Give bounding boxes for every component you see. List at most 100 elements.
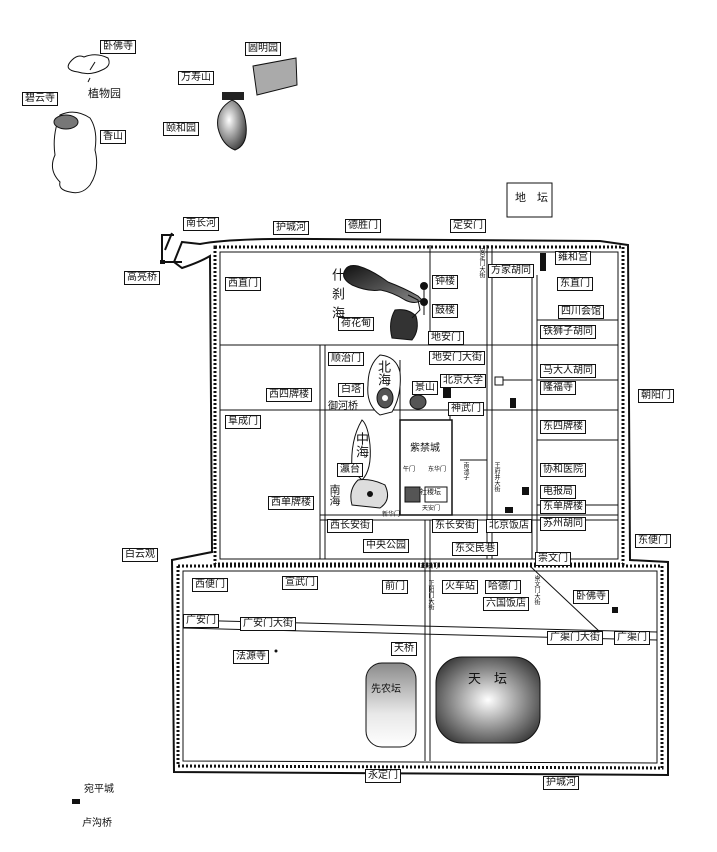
label-dongzhimen: 东直门 — [557, 277, 593, 291]
label-tianqiao: 天桥 — [391, 642, 417, 656]
label-wofosi: 卧佛寺 — [100, 40, 136, 54]
label-guanganmendajie: 广安门大街 — [240, 617, 296, 631]
label-xiehe: 协和医院 — [540, 463, 586, 477]
label-zhengyangdajie: 正阳门大街 — [427, 580, 434, 610]
label-deshengmen: 德胜门 — [345, 219, 381, 233]
outer-city-wall — [176, 564, 664, 770]
label-fangjiahutong: 方家胡同 — [488, 264, 534, 278]
label-andingmendajie: 安定门大街 — [478, 248, 485, 278]
label-liuguofandian: 六国饭店 — [483, 597, 529, 611]
label-suzhouhutong: 苏州胡同 — [540, 517, 586, 531]
label-wofosi2: 卧佛寺 — [573, 590, 609, 604]
label-baiyunguan: 白云观 — [122, 548, 158, 562]
label-zhengyangmen-small: 正阳门 — [420, 563, 439, 570]
label-huchenghe-n: 护城河 — [273, 221, 309, 235]
label-shejitan: 社稷坛 — [420, 488, 441, 496]
label-xibianmen: 西便门 — [192, 578, 228, 592]
label-tiantan: 天 坛 — [468, 672, 508, 687]
label-fayuansi: 法源寺 — [233, 650, 269, 664]
label-nanchanghe: 南长河 — [183, 217, 219, 231]
tiantan-area — [435, 656, 541, 744]
xiannongtan-area — [365, 662, 417, 748]
label-jinyuhutong: 南池子 — [462, 462, 469, 480]
wanshoushan-hill — [222, 92, 244, 100]
label-gaoliangqiao: 高亮桥 — [124, 271, 160, 285]
label-xiannongtan: 先农坛 — [371, 684, 401, 695]
label-shunzhimen: 顺治门 — [328, 352, 364, 366]
label-wanshoushan: 万寿山 — [178, 71, 214, 85]
label-zhiwuyuan: 植物园 — [88, 87, 121, 100]
inner-city-wall — [213, 245, 625, 566]
label-yuanmingyuan: 圆明园 — [245, 42, 281, 56]
label-wumen: 午门 — [403, 466, 416, 473]
label-wangfujing: 王府井大街 — [493, 462, 500, 492]
jingshan-hill — [409, 394, 427, 410]
label-jingshan: 景山 — [412, 381, 438, 395]
label-dianbaoju: 电报局 — [540, 485, 576, 499]
label-yonghegong: 雍和宫 — [555, 251, 591, 265]
label-xinhuamen: 新华门 — [382, 511, 401, 518]
label-tiejianghutong: 铁狮子胡同 — [540, 325, 596, 339]
label-dianmendajie: 地安门大街 — [429, 351, 485, 365]
shichahai-lake — [343, 265, 423, 303]
label-biyunsi: 碧云寺 — [22, 92, 58, 106]
label-yingtai: 瀛台 — [337, 463, 363, 477]
label-lugouqiao: 卢沟桥 — [82, 818, 112, 829]
label-dianmen: 地安门 — [428, 331, 464, 345]
label-dongsipailou: 东四牌楼 — [540, 420, 586, 434]
label-tiananmen: 天安门 — [422, 505, 441, 512]
label-fuchengmen: 阜成门 — [225, 415, 261, 429]
yuanmingyuan-area — [252, 57, 298, 96]
label-ditan: 地 坛 — [515, 191, 548, 204]
label-andingmen: 定安门 — [450, 219, 486, 233]
label-beihai: 北海 — [375, 360, 390, 386]
label-xisipailou: 西四牌楼 — [266, 388, 312, 402]
label-qianmen: 前门 — [382, 580, 408, 594]
label-zhonghai: 中海 — [353, 432, 368, 458]
label-guangqumendajie: 广渠门大街 — [547, 631, 603, 645]
hehuadian-lake — [390, 309, 418, 341]
label-nanhai: 南海 — [328, 484, 341, 506]
label-chaoyangmen: 朝阳门 — [638, 389, 674, 403]
label-zhonglou: 钟楼 — [432, 275, 458, 289]
label-baita: 白塔 — [338, 383, 364, 397]
label-wanpingcheng: 宛平城 — [84, 784, 114, 795]
label-dongjiaominxiang: 东交民巷 — [452, 542, 498, 556]
label-huchenghe-s: 护城河 — [543, 776, 579, 790]
label-guanganmen: 广安门 — [183, 614, 219, 628]
label-zijincheng: 紫禁城 — [410, 443, 440, 454]
biyunsi-lake — [53, 114, 79, 130]
label-donghuamen: 东华门 — [428, 466, 447, 473]
label-xuanwumen: 宣武门 — [282, 576, 318, 590]
label-dongbianmen: 东便门 — [635, 534, 671, 548]
label-xiangshan: 香山 — [100, 130, 126, 144]
label-beijingdaxue: 北京大学 — [440, 374, 486, 388]
label-yongdingmen: 永定门 — [365, 769, 401, 783]
zhiwuyuan-outline — [67, 54, 110, 75]
label-dongdanpailou: 东单牌楼 — [540, 500, 586, 514]
label-guangqumen: 广渠门 — [614, 631, 650, 645]
label-hadamen: 哈德门 — [485, 580, 521, 594]
label-shichahai: 什刹海 — [329, 268, 344, 325]
label-xidanpailou: 西单牌楼 — [268, 496, 314, 510]
yiheyuan-lake — [217, 99, 247, 151]
label-chongwendajie: 崇文门大街 — [533, 575, 540, 605]
label-longfusi: 隆福寺 — [540, 381, 576, 395]
label-gulou: 鼓楼 — [432, 304, 458, 318]
label-zhongyanggongyuan: 中央公园 — [363, 539, 409, 553]
label-huochezhan: 火车站 — [442, 580, 478, 594]
label-yuheqiao: 御河桥 — [328, 401, 358, 412]
label-chongwenmen: 崇文门 — [535, 552, 571, 566]
ditan-box — [506, 182, 553, 218]
label-sichuanhuiguan: 四川会馆 — [558, 305, 604, 319]
label-beijingfandian: 北京饭店 — [486, 519, 532, 533]
label-xichanganjie: 西长安街 — [327, 519, 373, 533]
label-shenwumen: 神武门 — [448, 402, 484, 416]
label-hehuadian: 荷花甸 — [338, 317, 374, 331]
label-dongchanganjie: 东长安街 — [432, 519, 478, 533]
label-madarenhutong: 马大人胡同 — [540, 364, 596, 378]
xiangshan-outline — [51, 111, 98, 194]
label-xizhimen: 西直门 — [225, 277, 261, 291]
label-yiheyuan: 颐和园 — [163, 122, 199, 136]
